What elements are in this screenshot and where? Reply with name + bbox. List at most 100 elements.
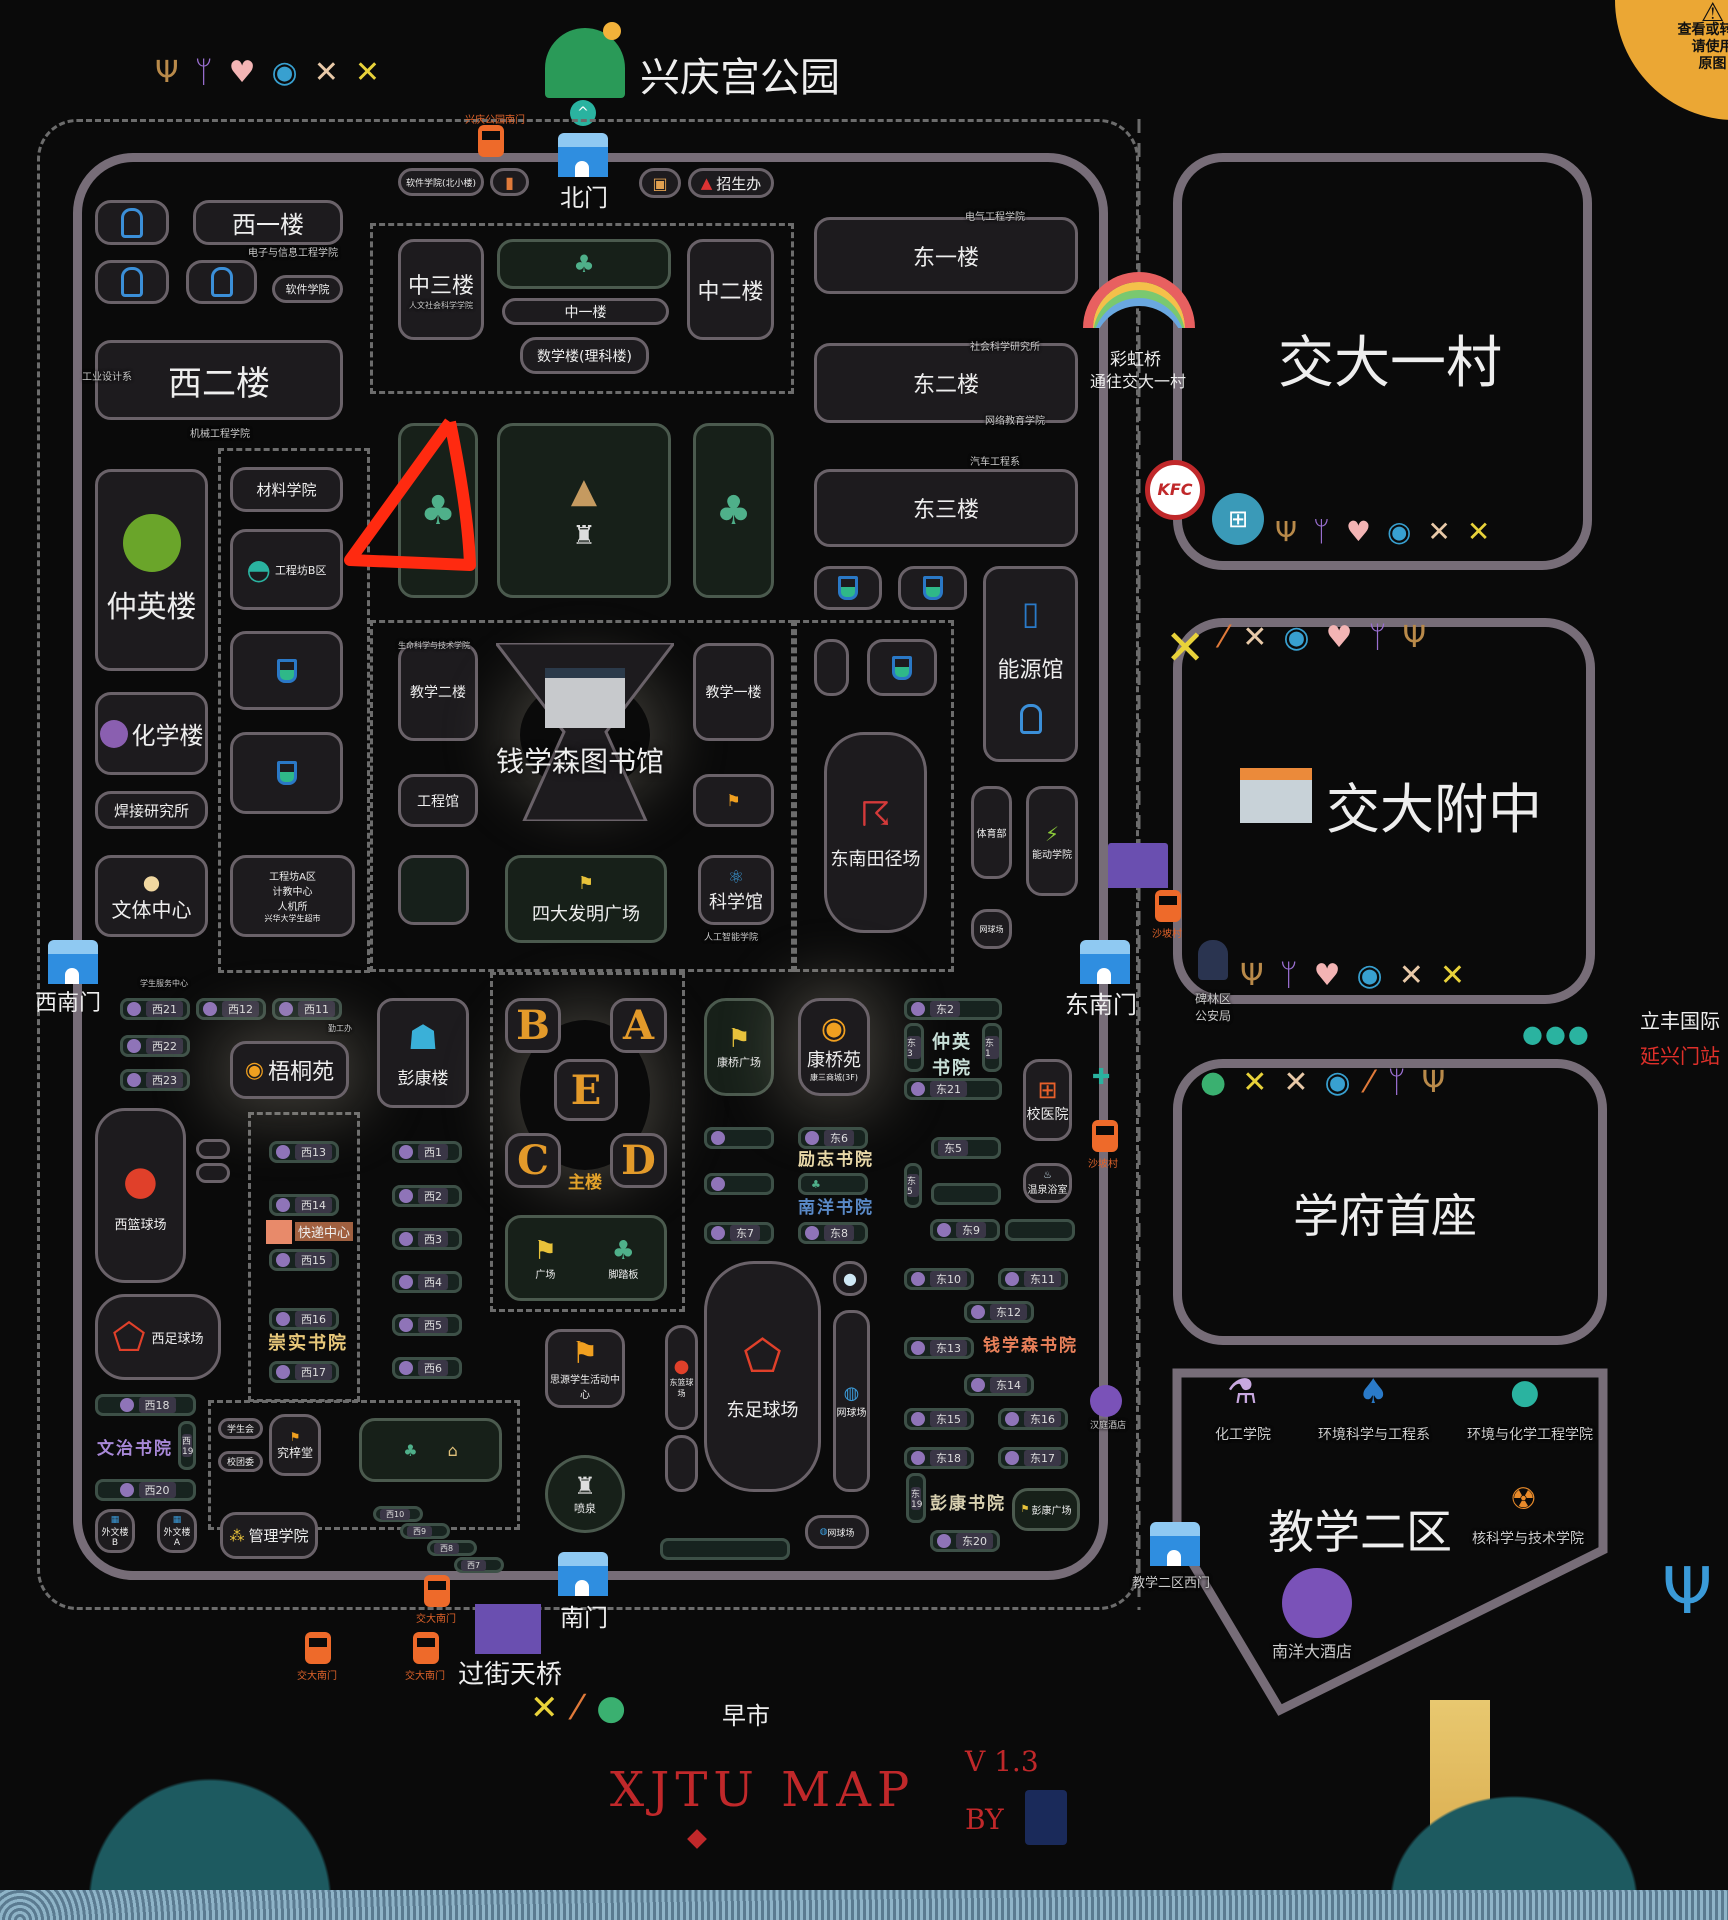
- dorm[interactable]: 西17: [269, 1361, 339, 1383]
- dorm[interactable]: 西11: [272, 998, 342, 1020]
- dorm[interactable]: 西14: [269, 1194, 339, 1216]
- main-building-c[interactable]: C: [505, 1133, 561, 1188]
- dorm[interactable]: 西15: [269, 1249, 339, 1271]
- west-football-field[interactable]: ⬠西足球场: [95, 1294, 221, 1380]
- dorm[interactable]: 东5: [931, 1137, 1001, 1159]
- lab-building[interactable]: [230, 631, 343, 710]
- tennis-court-south[interactable]: ◍网球场: [805, 1515, 869, 1549]
- workshop-b[interactable]: ◓工程坊B区: [230, 529, 343, 610]
- power-college[interactable]: ⚡能动学院: [1026, 786, 1078, 896]
- dorm[interactable]: [1005, 1219, 1075, 1241]
- dorm[interactable]: 西18: [95, 1394, 196, 1416]
- shop[interactable]: ▣: [639, 168, 681, 198]
- library-label[interactable]: 钱学森图书馆: [496, 745, 665, 778]
- tennis-court[interactable]: ◍网球场: [833, 1310, 870, 1492]
- lab-building[interactable]: [867, 639, 937, 696]
- dorm[interactable]: 西20: [95, 1479, 196, 1501]
- dorm[interactable]: 西6: [392, 1357, 462, 1379]
- teach2-building[interactable]: 教学二楼: [398, 643, 478, 741]
- dorm[interactable]: 东6: [798, 1127, 868, 1149]
- main-building-d[interactable]: D: [610, 1133, 667, 1188]
- chemistry-building[interactable]: 化学楼: [95, 692, 208, 775]
- science-hall[interactable]: ⚛科学馆: [698, 855, 774, 925]
- lab-building[interactable]: [95, 200, 169, 245]
- main-building-e[interactable]: E: [554, 1059, 618, 1121]
- dorm[interactable]: 西3: [392, 1228, 462, 1250]
- dorm[interactable]: 东16: [998, 1408, 1068, 1430]
- management-college[interactable]: ⁂管理学院: [220, 1512, 318, 1559]
- plaza-box[interactable]: ⚑广场 ♣脚踏板: [505, 1215, 667, 1301]
- info-building[interactable]: ⚑: [693, 774, 774, 827]
- dorm[interactable]: 东3: [904, 1023, 924, 1072]
- east-football-field[interactable]: ⬠东足球场: [704, 1261, 821, 1492]
- main-building-b[interactable]: B: [505, 998, 561, 1053]
- zhong1-building[interactable]: 中一楼: [502, 298, 669, 325]
- dorm[interactable]: 西16: [269, 1308, 339, 1330]
- dorm[interactable]: 东13: [904, 1337, 974, 1359]
- engineering-hall[interactable]: 工程馆: [398, 774, 478, 827]
- pe-dept[interactable]: 体育部: [971, 786, 1012, 879]
- teach-zone2-west-gate-icon[interactable]: [1150, 1522, 1200, 1566]
- dorm[interactable]: 西7: [454, 1557, 504, 1573]
- workshop-a[interactable]: 工程坊A区 计教中心 人机所 兴华大学生超市: [230, 855, 355, 937]
- small-facility[interactable]: [665, 1435, 698, 1492]
- energy-building[interactable]: ▯能源馆: [983, 566, 1078, 762]
- dorm[interactable]: [704, 1173, 774, 1195]
- kfc-icon[interactable]: KFC: [1145, 460, 1205, 520]
- software-north-building[interactable]: 软件学院(北小楼): [398, 168, 484, 196]
- sports-center[interactable]: ●文体中心: [95, 855, 208, 937]
- dorm[interactable]: 西19: [178, 1421, 196, 1470]
- zhong3-building[interactable]: 中三楼人文社会科学学院: [398, 239, 484, 340]
- shopping-cart-icon[interactable]: ⊞: [1212, 493, 1264, 545]
- dorm[interactable]: 西5: [392, 1314, 462, 1336]
- dorm[interactable]: 东14: [964, 1374, 1034, 1396]
- south-gate-icon[interactable]: [558, 1552, 608, 1596]
- dorm[interactable]: 东15: [904, 1408, 974, 1430]
- dorm[interactable]: 东20: [930, 1530, 1000, 1552]
- pedal[interactable]: ♣脚踏板: [608, 1236, 638, 1281]
- hot-spring-bath[interactable]: ♨温泉浴室: [1023, 1163, 1072, 1203]
- dong3-building[interactable]: 东三楼: [814, 469, 1078, 547]
- north-gate-icon[interactable]: [558, 133, 608, 177]
- dorm[interactable]: 西2: [392, 1185, 462, 1207]
- admissions-office[interactable]: ▲招生办: [688, 168, 774, 198]
- hospital[interactable]: ⊞校医院: [1023, 1059, 1072, 1141]
- small-facility[interactable]: [196, 1139, 230, 1159]
- software-college[interactable]: 软件学院: [272, 275, 343, 303]
- lab-building[interactable]: [230, 732, 343, 814]
- materials-college[interactable]: 材料学院: [230, 467, 343, 512]
- dorm[interactable]: 东10: [904, 1268, 974, 1290]
- dorm[interactable]: 西23: [120, 1069, 190, 1091]
- dorm[interactable]: [704, 1127, 774, 1149]
- dorm[interactable]: 西1: [392, 1141, 462, 1163]
- lab-building[interactable]: [898, 566, 967, 610]
- dorm[interactable]: 西8: [427, 1540, 477, 1556]
- dorm[interactable]: 东18: [904, 1447, 974, 1469]
- kangqiao-plaza[interactable]: ⚑康桥广场: [704, 998, 774, 1096]
- pengkang-plaza[interactable]: ⚑彭康广场: [1012, 1488, 1080, 1531]
- dorm[interactable]: 东11: [998, 1268, 1068, 1290]
- xi2-building[interactable]: 西二楼: [95, 340, 343, 420]
- dorm[interactable]: 东7: [704, 1222, 774, 1244]
- lab-building[interactable]: [186, 260, 257, 304]
- wutong-canteen[interactable]: ◉梧桐苑: [230, 1041, 349, 1099]
- dorm[interactable]: 西21: [120, 998, 190, 1020]
- teach1-building[interactable]: 教学一楼: [693, 643, 774, 741]
- dorm[interactable]: 东12: [964, 1301, 1034, 1323]
- small-facility[interactable]: [196, 1163, 230, 1183]
- dong2-building[interactable]: 东二楼: [814, 343, 1078, 423]
- siyuan-activity-center[interactable]: ⚑思源学生活动中心: [545, 1329, 625, 1408]
- jiuzi-hall[interactable]: ⚑究梓堂: [269, 1414, 321, 1476]
- southwest-gate-icon[interactable]: [48, 940, 98, 984]
- small-building[interactable]: [814, 639, 849, 696]
- dorm[interactable]: 西12: [196, 998, 266, 1020]
- dorm[interactable]: 西10: [373, 1506, 423, 1522]
- dorm[interactable]: 东17: [998, 1447, 1068, 1469]
- xi1-building[interactable]: 西一楼: [193, 200, 343, 245]
- youth-league[interactable]: 校团委: [218, 1451, 263, 1472]
- pengkang-building[interactable]: ☗彭康楼: [377, 998, 469, 1108]
- water-station[interactable]: ●: [833, 1261, 867, 1296]
- lab-building[interactable]: [814, 566, 882, 610]
- dorm[interactable]: 西22: [120, 1035, 190, 1057]
- dorm[interactable]: 东5: [904, 1163, 922, 1208]
